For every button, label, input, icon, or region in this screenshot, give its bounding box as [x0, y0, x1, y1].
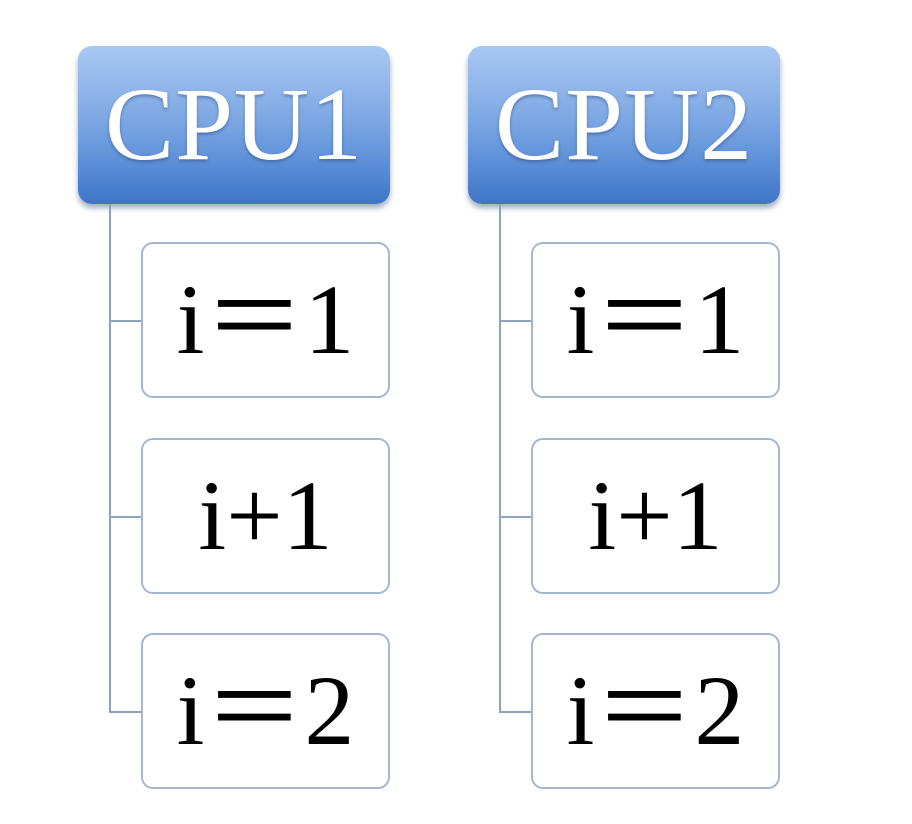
cpu2-header: CPU2 [468, 46, 780, 204]
cpu1-header-label: CPU1 [104, 67, 364, 182]
cpu2-connector-branch [499, 711, 531, 713]
cpu2-header-label: CPU2 [494, 67, 754, 182]
cpu1-item-box: i＝1 [141, 242, 390, 398]
cpu2-item-label: i+1 [588, 460, 723, 571]
cpu1-item-box: i+1 [141, 438, 390, 594]
cpu2-connector-spine [499, 204, 501, 712]
cpu1-column: CPU1 i＝1 i+1 i＝2 [78, 0, 398, 824]
cpu1-header: CPU1 [78, 46, 390, 204]
cpu1-connector-branch [109, 516, 141, 518]
cpu2-column: CPU2 i＝1 i+1 i＝2 [468, 0, 788, 824]
cpu1-connector-branch [109, 320, 141, 322]
cpu2-connector-branch [499, 320, 531, 322]
cpu2-item-label: i＝2 [566, 655, 745, 766]
cpu1-item-label: i+1 [198, 460, 333, 571]
cpu1-item-box: i＝2 [141, 633, 390, 789]
cpu1-connector-branch [109, 711, 141, 713]
cpu2-item-label: i＝1 [566, 264, 745, 375]
cpu2-item-box: i＝2 [531, 633, 780, 789]
cpu1-item-label: i＝2 [176, 655, 355, 766]
cpu1-connector-spine [109, 204, 111, 712]
cpu1-item-label: i＝1 [176, 264, 355, 375]
cpu2-item-box: i＝1 [531, 242, 780, 398]
cpu2-connector-branch [499, 516, 531, 518]
cpu2-item-box: i+1 [531, 438, 780, 594]
